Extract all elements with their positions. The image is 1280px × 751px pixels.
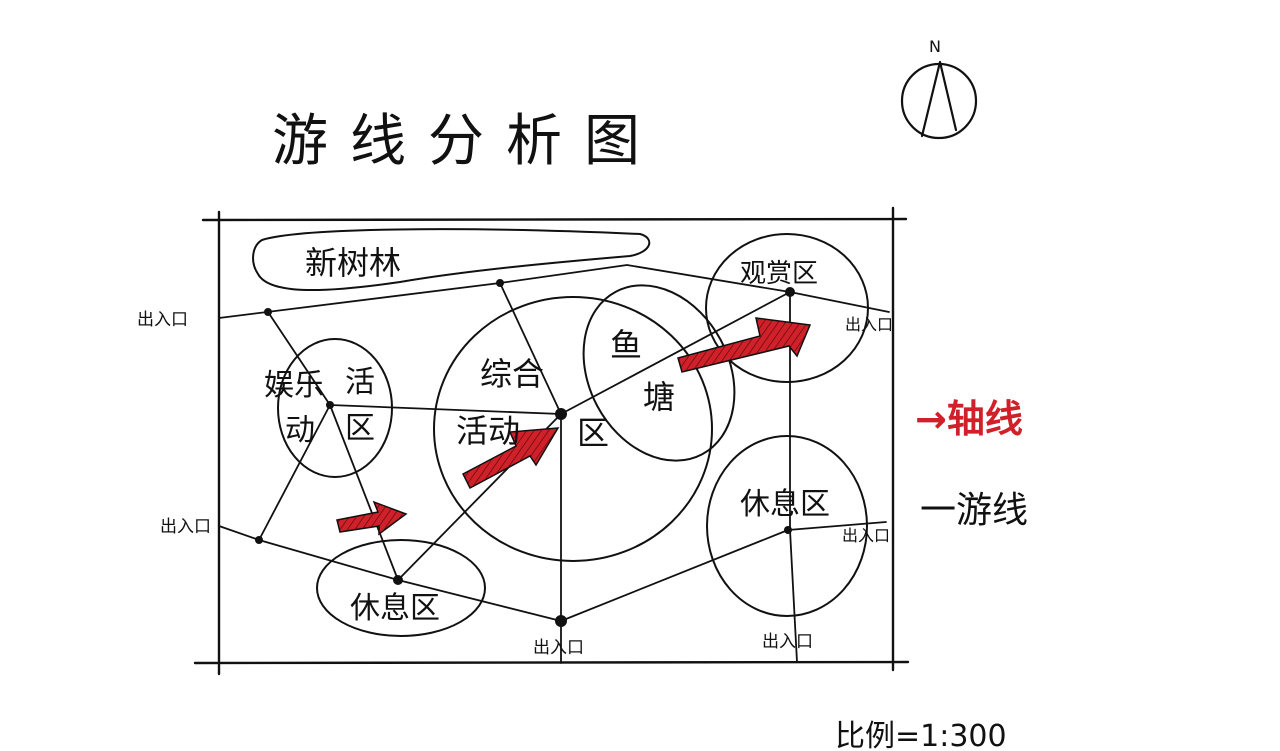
entrance-labels: 出入口 出入口 出入口 出入口 出入口 出入口 [137, 310, 893, 658]
zone-fish-pond [582, 284, 736, 462]
scale-label: 比例=1:300 [835, 719, 1007, 751]
axis-arrows [336, 317, 812, 536]
entrance-west-lower: 出入口 [160, 517, 211, 537]
label-comprehensive-3: 区 [577, 414, 609, 452]
site-boundary [193, 206, 910, 676]
entrance-south-center: 出入口 [533, 638, 584, 658]
zone-labels: 新树林 娱乐 活 动 区 综合 活动 区 鱼 塘 观赏区 休息区 休息区 [264, 244, 830, 626]
entrance-east-upper: 出入口 [845, 315, 893, 334]
zone-new-forest [252, 228, 651, 292]
north-label: N [929, 37, 941, 56]
label-recreation-3: 动 [285, 413, 315, 448]
entrance-east-lower: 出入口 [842, 526, 890, 545]
label-recreation-1: 娱乐 [264, 368, 324, 403]
label-fish-pond-2: 塘 [643, 378, 675, 416]
label-fish-pond-1: 鱼 [610, 326, 642, 364]
label-new-forest: 新树林 [305, 244, 401, 282]
axis-arrow-3 [677, 317, 812, 373]
label-rest-east: 休息区 [740, 487, 830, 522]
zone-rest-east [706, 435, 868, 617]
legend: →轴线 一游线 [915, 397, 1028, 531]
entrance-west-upper: 出入口 [137, 310, 188, 330]
zone-comprehensive [433, 296, 713, 562]
label-comprehensive-1: 综合 [480, 355, 544, 393]
entrance-south-east: 出入口 [762, 632, 813, 652]
axis-arrow-1 [336, 500, 408, 536]
label-viewing: 观赏区 [740, 259, 818, 289]
label-comprehensive-2: 活动 [456, 412, 520, 450]
zone-recreation [277, 338, 393, 478]
legend-axis: →轴线 [915, 397, 1023, 441]
diagram-title: 游线分析图 [272, 109, 662, 174]
label-recreation-4: 区 [345, 411, 375, 446]
tour-route-lines [218, 264, 890, 664]
label-rest-south: 休息区 [350, 591, 440, 626]
axis-arrow-2 [462, 427, 560, 490]
north-arrow-icon: N [900, 37, 978, 140]
zone-rest-south [316, 539, 486, 637]
route-nodes [255, 279, 795, 627]
label-recreation-2: 活 [345, 365, 375, 400]
legend-tour-route: 一游线 [920, 490, 1028, 531]
